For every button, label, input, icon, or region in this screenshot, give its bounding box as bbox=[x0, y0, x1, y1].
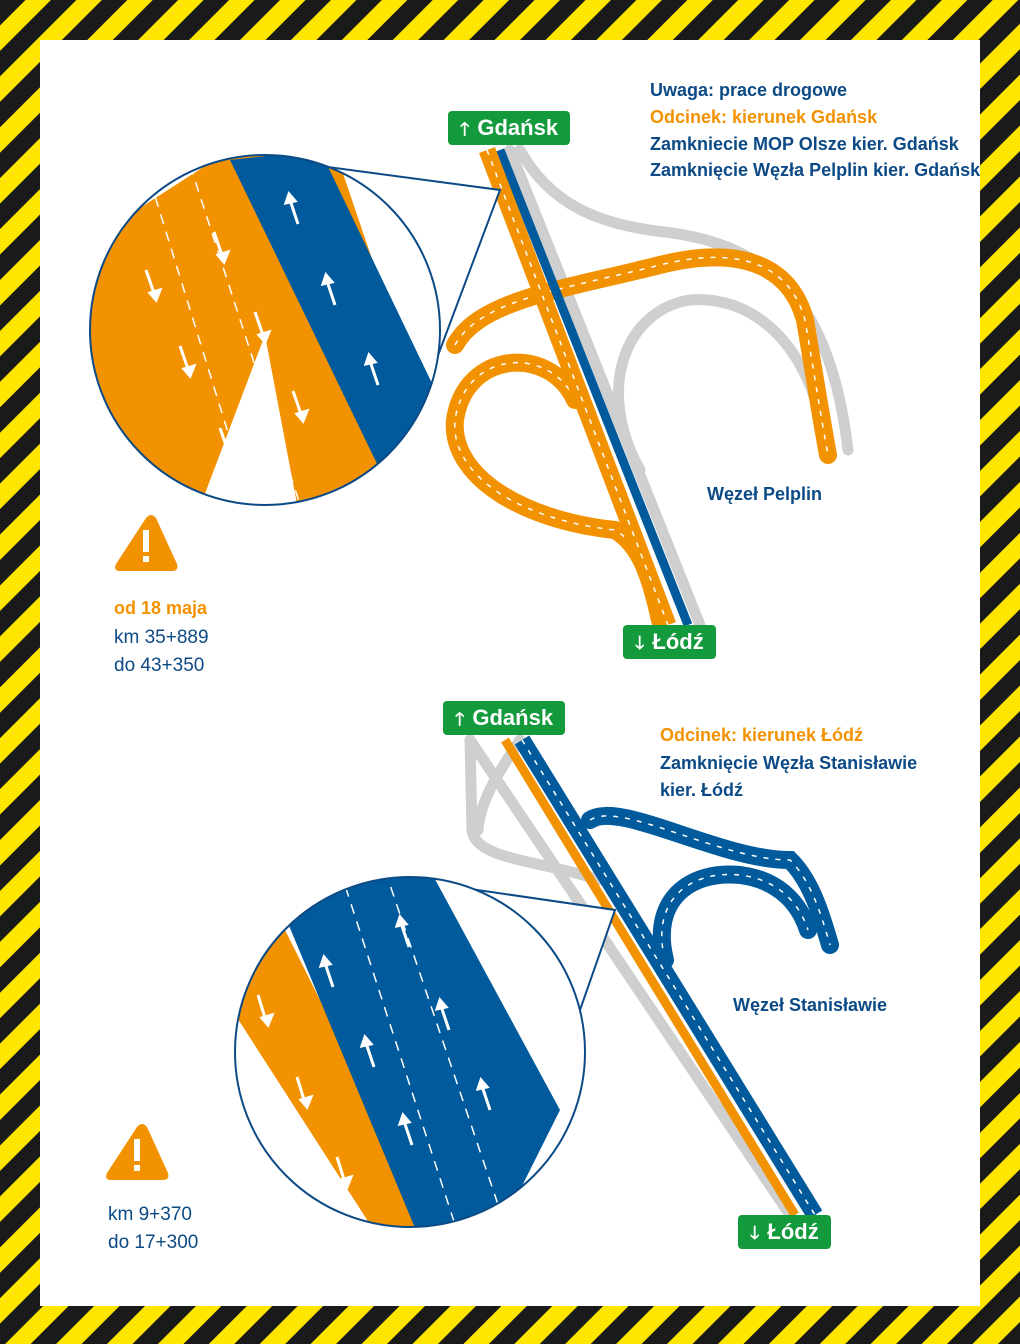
info-title: Uwaga: prace drogowe bbox=[650, 80, 848, 100]
gray-ramp bbox=[514, 144, 854, 456]
sign-label: Gdańsk bbox=[472, 705, 554, 730]
km-from-bottom: km 9+370 bbox=[108, 1204, 192, 1225]
warning-triangle-icon bbox=[115, 515, 178, 571]
down-arrow-icon: 🡓 bbox=[750, 1223, 760, 1243]
km-to-bottom: do 17+300 bbox=[108, 1232, 199, 1253]
junction-stanislawie-map bbox=[464, 734, 839, 1221]
sign-label: Łódź bbox=[767, 1219, 819, 1244]
gray-ramp bbox=[464, 734, 606, 886]
sign-label: Łódź bbox=[652, 629, 704, 654]
magnifier-bottom bbox=[234, 876, 617, 1228]
junction-label-pelplin: Węzeł Pelplin bbox=[707, 484, 823, 504]
info-line-stanislawie: Zamknięcie Węzła Stanisławie bbox=[660, 753, 918, 773]
orange-lane bbox=[501, 737, 799, 1218]
info-section-bottom: Odcinek: kierunek Łódź bbox=[660, 725, 864, 745]
blue-lane bbox=[495, 148, 693, 627]
date-label: od 18 maja bbox=[114, 598, 208, 618]
sign-gdansk-top: 🡑 Gdańsk bbox=[448, 111, 571, 145]
down-arrow-icon: 🡓 bbox=[635, 633, 645, 653]
junction-pelplin-map bbox=[445, 144, 854, 631]
info-line-pelplin: Zamknięcie Węzła Pelplin kier. Gdańsk bbox=[650, 160, 981, 180]
sign-lodz-bottom: 🡓 Łódź bbox=[738, 1215, 831, 1249]
sign-lodz-top: 🡓 Łódź bbox=[623, 625, 716, 659]
gray-lane bbox=[504, 144, 706, 631]
km-from-top: km 35+889 bbox=[114, 627, 209, 648]
info-line-mop: Zamkniecie MOP Olsze kier. Gdańsk bbox=[650, 134, 959, 154]
warning-triangle-icon bbox=[106, 1124, 169, 1180]
down-arrow-icon bbox=[256, 994, 354, 1190]
gray-lane bbox=[464, 734, 796, 1221]
up-arrow-icon bbox=[318, 914, 492, 1146]
up-arrow-icon: 🡑 bbox=[460, 119, 470, 139]
sign-gdansk-bottom: 🡑 Gdańsk bbox=[443, 701, 566, 735]
up-arrow-icon bbox=[283, 191, 380, 386]
gray-ramp bbox=[613, 294, 824, 476]
down-arrow-icon bbox=[144, 231, 310, 461]
info-section-top: Odcinek: kierunek Gdańsk bbox=[650, 107, 878, 127]
up-arrow-icon: 🡑 bbox=[455, 709, 465, 729]
junction-label-stanislawie: Węzeł Stanisławie bbox=[733, 995, 888, 1015]
sign-label: Gdańsk bbox=[477, 115, 559, 140]
km-to-top: do 43+350 bbox=[114, 655, 205, 676]
info-line-kier-lodz: kier. Łódź bbox=[660, 780, 744, 800]
